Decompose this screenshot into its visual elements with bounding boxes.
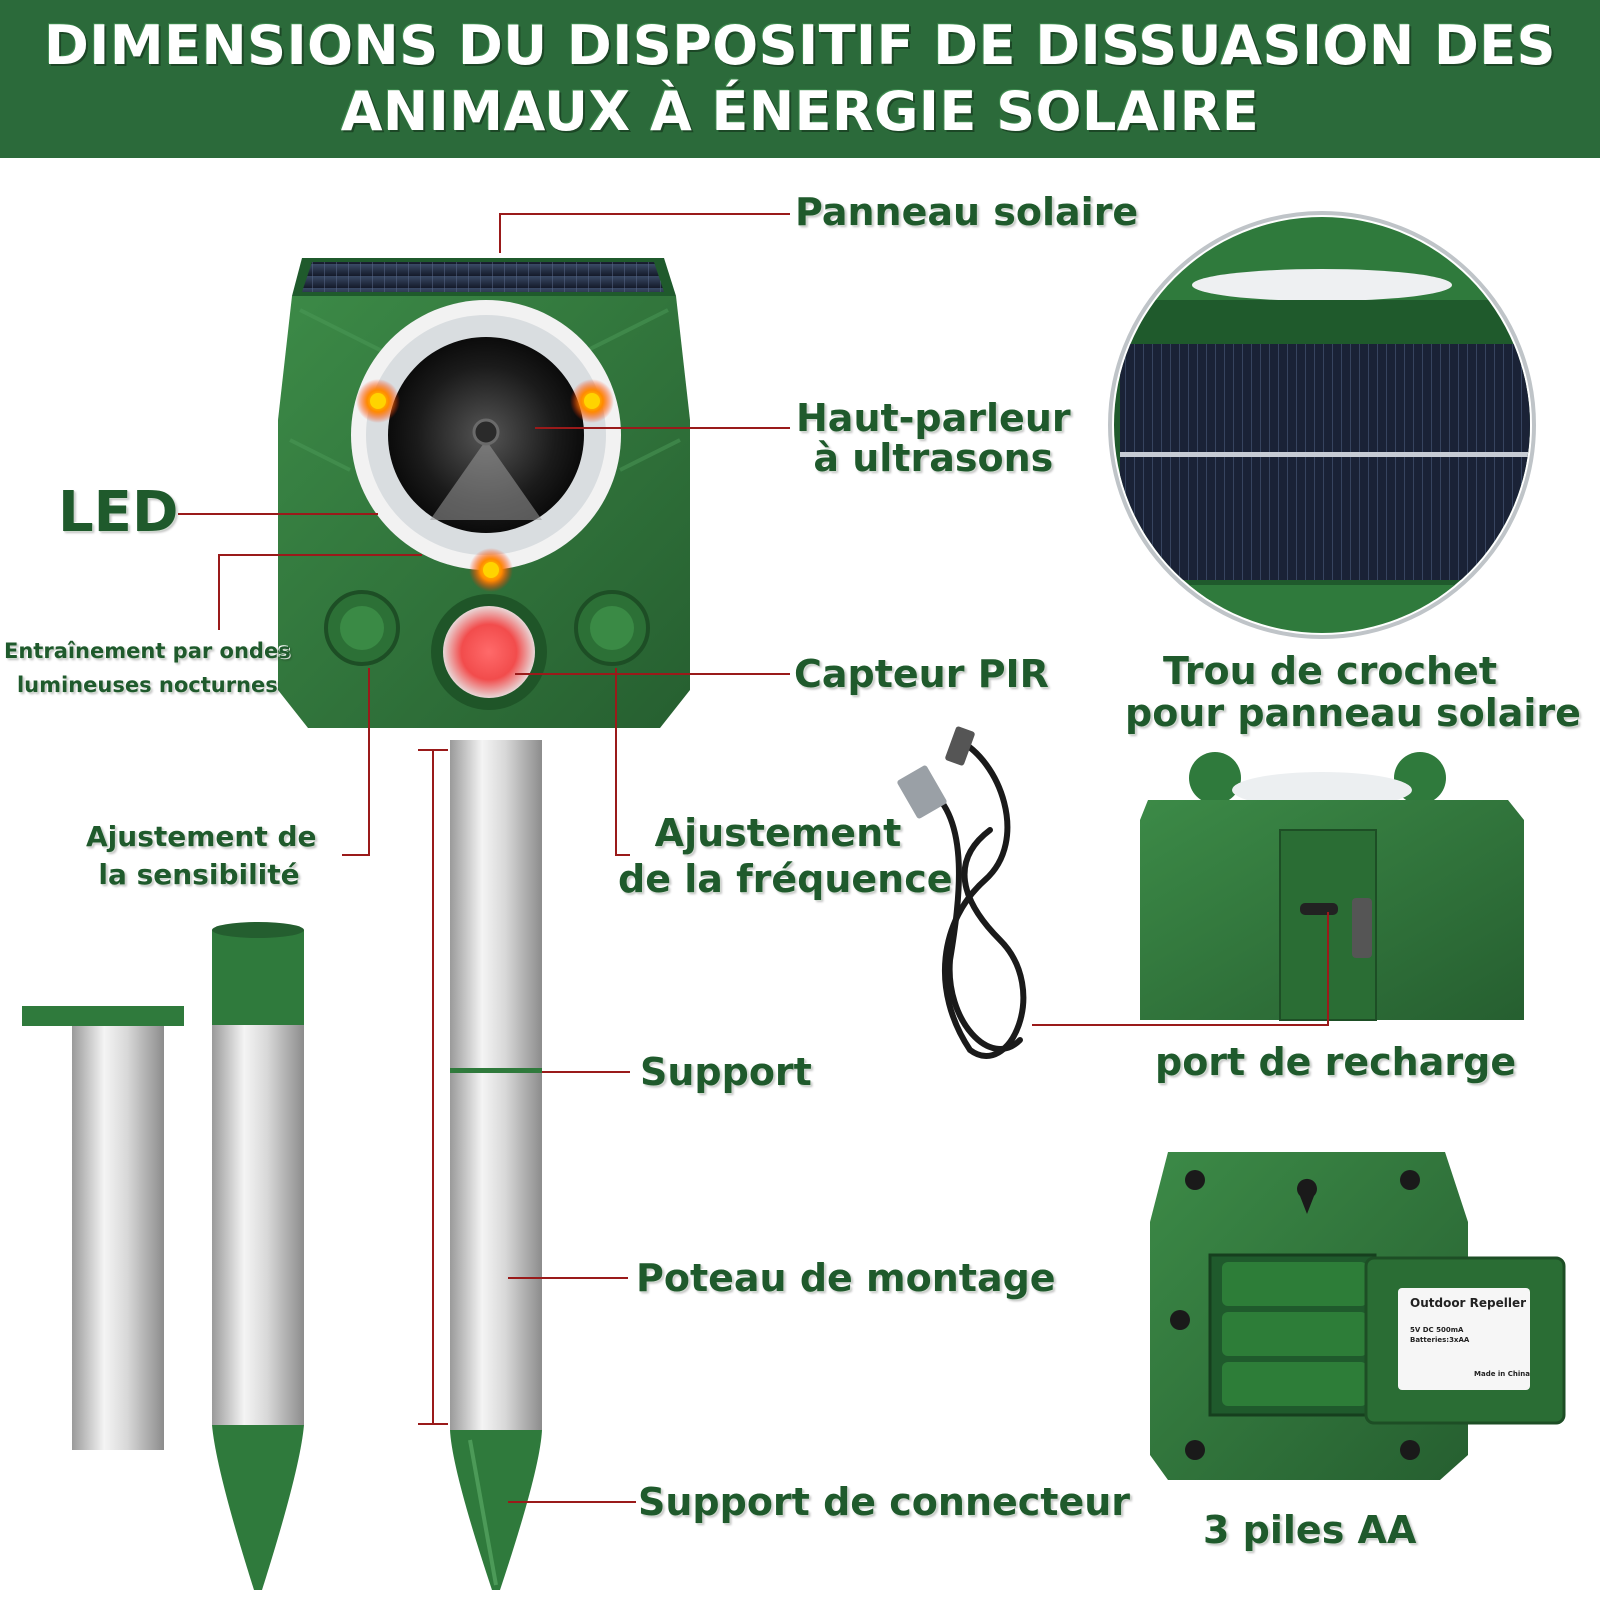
- label-entrainement: Entraînement par ondes lumineuses noctur…: [4, 634, 291, 702]
- label-frequence-line2: de la fréquence: [618, 857, 953, 901]
- solar-closeup: [1108, 211, 1536, 639]
- main-device: [278, 258, 690, 728]
- mounting-poles: [22, 740, 542, 1590]
- label-piles: 3 piles AA: [1203, 1508, 1417, 1552]
- label-haut-parleur-line1: Haut-parleur: [796, 396, 1071, 440]
- sticker-title: Outdoor Repeller: [1410, 1296, 1527, 1310]
- sticker-line2: Batteries:3xAA: [1410, 1336, 1470, 1344]
- label-frequence: Ajustement de la fréquence: [618, 810, 953, 902]
- label-trou-crochet-line2: pour panneau solaire: [1125, 691, 1581, 735]
- label-led: LED: [58, 480, 179, 545]
- usb-plug: [897, 765, 947, 819]
- battery-compartment: [1150, 1152, 1566, 1480]
- label-haut-parleur-line2: à ultrasons: [813, 436, 1054, 480]
- sticker-made-in: Made in China: [1474, 1370, 1530, 1378]
- label-panneau-solaire: Panneau solaire: [795, 190, 1139, 234]
- label-trou-crochet-line1: Trou de crochet: [1163, 649, 1497, 693]
- label-sensibilite-line2: la sensibilité: [98, 858, 300, 891]
- label-sensibilite-line1: Ajustement de: [86, 820, 317, 853]
- label-frequence-line1: Ajustement: [654, 811, 902, 855]
- header-banner: DIMENSIONS DU DISPOSITIF DE DISSUASION D…: [0, 0, 1600, 158]
- label-entrainement-line2: lumineuses nocturnes: [16, 673, 278, 697]
- usb-cable: [927, 737, 1027, 1059]
- device-back: [1140, 752, 1524, 1021]
- label-entrainement-line1: Entraînement par ondes: [4, 639, 291, 663]
- leader-lines: [178, 213, 1329, 1503]
- label-port-recharge: port de recharge: [1155, 1040, 1517, 1084]
- dc-plug: [945, 726, 975, 766]
- header-title-line2: ANIMAUX À ÉNERGIE SOLAIRE: [340, 80, 1260, 143]
- label-support-connecteur: Support de connecteur: [638, 1480, 1131, 1524]
- label-haut-parleur: Haut-parleur à ultrasons: [796, 398, 1071, 478]
- label-sensibilite: Ajustement de la sensibilité: [86, 818, 317, 894]
- sticker-line1: 5V DC 500mA: [1410, 1326, 1464, 1334]
- label-support: Support: [640, 1050, 812, 1094]
- label-poteau-montage: Poteau de montage: [636, 1256, 1056, 1300]
- label-trou-crochet: Trou de crochet pour panneau solaire: [1125, 649, 1581, 735]
- label-capteur-pir: Capteur PIR: [794, 652, 1049, 696]
- header-title-line1: DIMENSIONS DU DISPOSITIF DE DISSUASION D…: [43, 14, 1557, 77]
